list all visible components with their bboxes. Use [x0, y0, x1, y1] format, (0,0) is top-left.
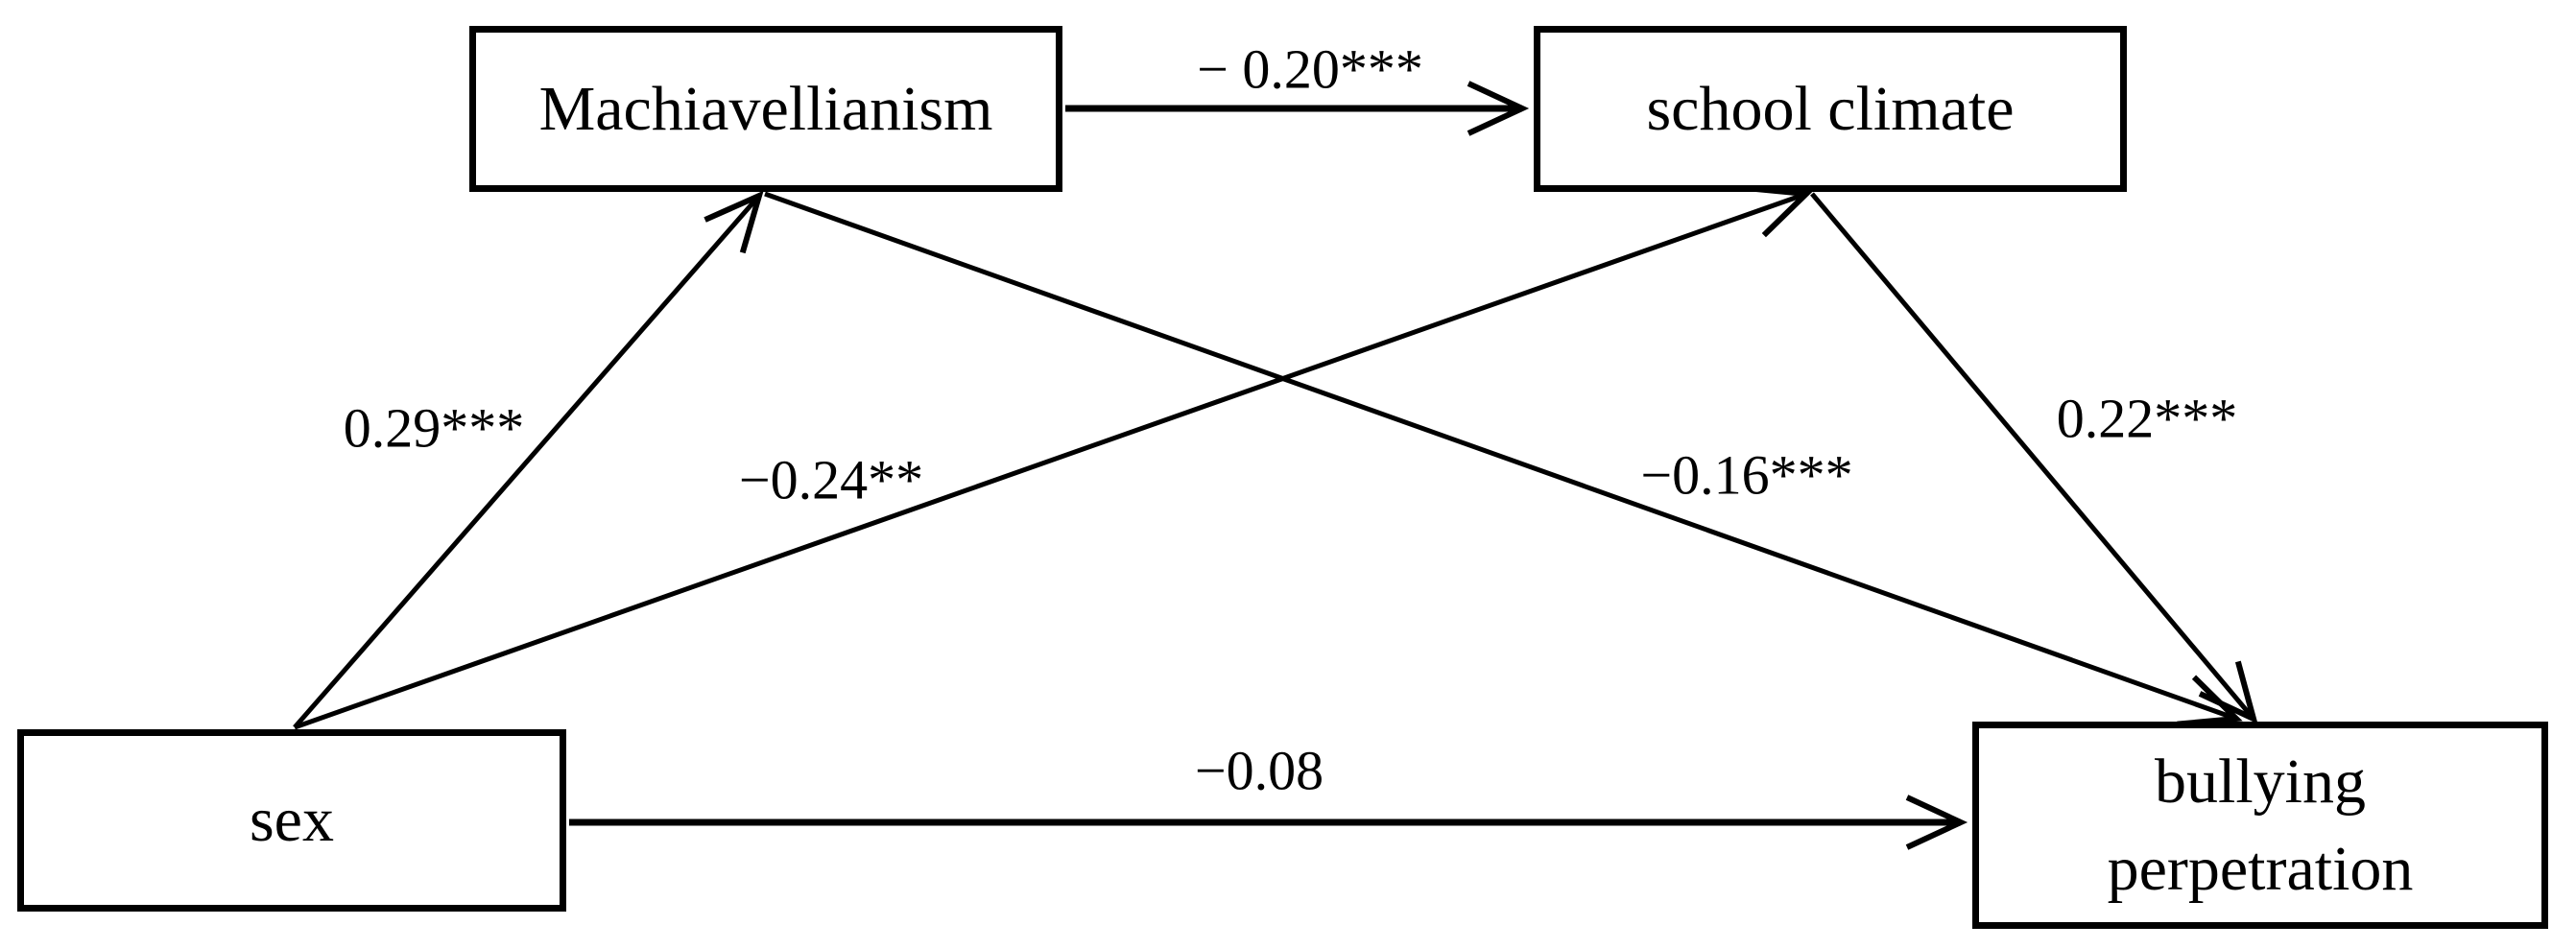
node-sex: sex [17, 729, 566, 912]
arrow-sex-to-machiavellianism [293, 190, 764, 729]
node-school-climate: school climate [1534, 26, 2127, 192]
coefficient-sex-to-school-climate: −0.24** [738, 448, 924, 511]
node-machiavellianism-label: Machiavellianism [538, 73, 993, 144]
coefficient-machiavellianism-to-school-climate: − 0.20*** [1197, 37, 1423, 101]
coefficient-machiavellianism-to-bullying-perpetration: −0.16*** [1640, 443, 1853, 507]
coefficient-sex-to-bullying-perpetration: −0.08 [1194, 739, 1324, 802]
node-school-climate-label: school climate [1646, 73, 2015, 144]
arrow-school-climate-to-bullying-perpetration [1810, 192, 2258, 724]
node-bullying-perpetration-label-line1: bullying [2154, 746, 2366, 817]
node-bullying-perpetration: bullying perpetration [1972, 722, 2548, 929]
node-bullying-perpetration-label-line2: perpetration [2107, 834, 2414, 904]
node-machiavellianism: Machiavellianism [469, 26, 1062, 192]
node-sex-label: sex [250, 785, 334, 856]
arrow-sex-to-school-climate [294, 185, 1813, 730]
arrow-machiavellianism-to-bullying-perpetration [764, 191, 2243, 727]
coefficient-sex-to-machiavellianism: 0.29*** [343, 396, 525, 460]
coefficient-school-climate-to-bullying-perpetration: 0.22*** [2056, 387, 2238, 450]
